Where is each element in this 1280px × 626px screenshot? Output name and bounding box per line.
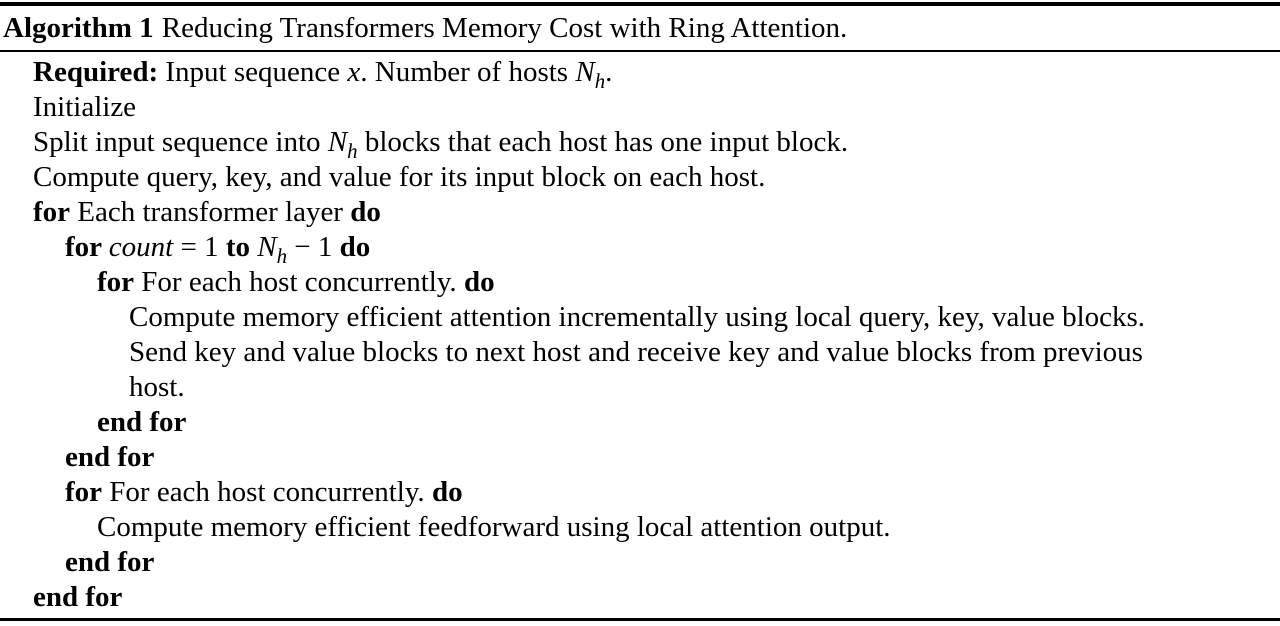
algorithm-line: Compute memory efficient feedforward usi… bbox=[0, 510, 1280, 545]
text-segment: for bbox=[65, 231, 109, 263]
algorithm-line: Send key and value blocks to next host a… bbox=[0, 335, 1280, 370]
algorithm-line: Split input sequence into Nh blocks that… bbox=[0, 125, 1280, 163]
algorithm-line: for count = 1 to Nh − 1 do bbox=[0, 230, 1280, 268]
text-segment: do bbox=[350, 196, 381, 228]
text-segment: Split input sequence into bbox=[33, 126, 328, 158]
text-segment: end for bbox=[65, 441, 155, 473]
text-segment: For each host concurrently. bbox=[134, 266, 464, 298]
text-segment: − 1 bbox=[287, 231, 340, 263]
algorithm-line: host. bbox=[0, 370, 1280, 405]
algorithm-line: for Each transformer layer do bbox=[0, 195, 1280, 230]
text-segment: do bbox=[463, 266, 495, 298]
text-segment: end for bbox=[33, 581, 123, 613]
text-segment: host. bbox=[129, 371, 185, 403]
header-rule bbox=[0, 50, 1280, 52]
algorithm-label: Algorithm 1 bbox=[3, 12, 154, 44]
text-segment: Initialize bbox=[33, 91, 137, 123]
text-segment: do bbox=[431, 476, 463, 508]
text-segment: h bbox=[276, 243, 288, 268]
text-segment: N bbox=[257, 231, 277, 263]
text-segment: Compute memory efficient feedforward usi… bbox=[97, 511, 891, 543]
algorithm-line: Compute memory efficient attention incre… bbox=[0, 300, 1280, 335]
algorithm-line: end for bbox=[0, 405, 1280, 440]
text-segment: Each transformer layer bbox=[70, 196, 351, 228]
text-segment: end for bbox=[65, 546, 155, 578]
text-segment: x bbox=[347, 56, 361, 88]
text-segment: Compute query, key, and value for its in… bbox=[33, 161, 766, 193]
text-segment: Input sequence bbox=[158, 56, 348, 88]
text-segment: Send key and value blocks to next host a… bbox=[129, 336, 1143, 368]
text-segment: end for bbox=[97, 406, 187, 438]
text-segment: = 1 bbox=[173, 231, 226, 263]
algorithm-line: for For each host concurrently. do bbox=[0, 475, 1280, 510]
algorithm-title: Reducing Transformers Memory Cost with R… bbox=[161, 12, 848, 44]
text-segment: N bbox=[327, 126, 348, 158]
text-segment: h bbox=[594, 68, 606, 93]
text-segment: Required: bbox=[33, 56, 159, 88]
text-segment: do bbox=[339, 231, 371, 263]
text-segment: blocks that each host has one input bloc… bbox=[357, 126, 849, 158]
text-segment: N bbox=[575, 56, 595, 88]
algorithm-line: end for bbox=[0, 545, 1280, 580]
algorithm-line: Required: Input sequence x. Number of ho… bbox=[0, 55, 1280, 93]
top-rule bbox=[0, 2, 1280, 6]
text-segment: . bbox=[605, 56, 613, 88]
text-segment: to bbox=[225, 231, 250, 263]
text-segment: . Number of hosts bbox=[360, 56, 576, 88]
text-segment: for bbox=[97, 266, 135, 298]
algorithm-body: Required: Input sequence x. Number of ho… bbox=[0, 52, 1280, 615]
algorithm-line: end for bbox=[0, 580, 1280, 615]
text-segment: For each host concurrently. bbox=[102, 476, 432, 508]
text-segment: count bbox=[108, 231, 174, 263]
algorithm-line: Initialize bbox=[0, 90, 1280, 125]
text-segment: Compute memory efficient attention incre… bbox=[129, 301, 1146, 333]
text-segment: h bbox=[347, 138, 358, 163]
bottom-rule bbox=[0, 618, 1280, 621]
text-segment: for bbox=[33, 196, 71, 228]
algorithm-line: Compute query, key, and value for its in… bbox=[0, 160, 1280, 195]
algorithm-line: for For each host concurrently. do bbox=[0, 265, 1280, 300]
text-segment: for bbox=[65, 476, 103, 508]
algorithm-line: end for bbox=[0, 440, 1280, 475]
